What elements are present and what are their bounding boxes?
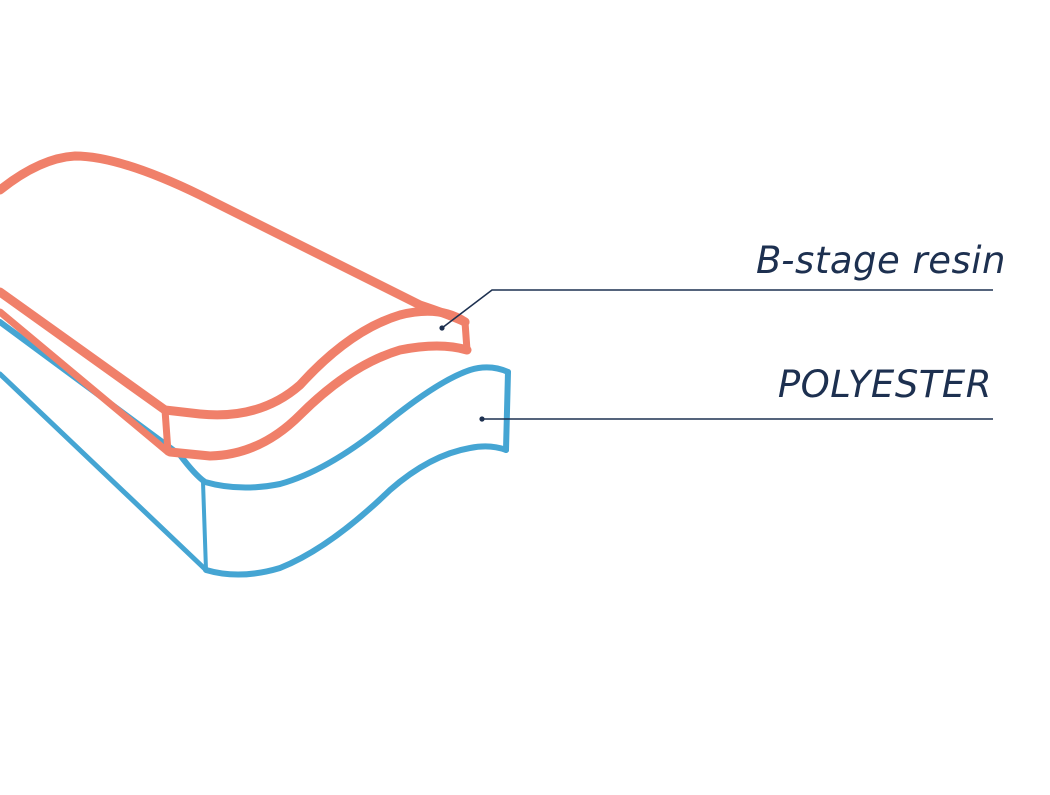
resin-layer bbox=[0, 151, 472, 461]
resin-leader-line bbox=[441, 289, 993, 329]
polyester-label: POLYESTER bbox=[778, 363, 992, 406]
resin-upper-wave bbox=[160, 306, 470, 420]
resin-lower-wave bbox=[165, 341, 472, 461]
polyester-leader-dot bbox=[479, 416, 485, 422]
polyester-leader bbox=[479, 416, 993, 422]
polyester-side-edge bbox=[0, 371, 209, 573]
resin-leader bbox=[439, 289, 993, 331]
resin-front-vertical bbox=[161, 406, 172, 456]
polyester-right-edge bbox=[503, 369, 511, 453]
resin-top-outline bbox=[0, 151, 470, 327]
polyester-bottom-wave bbox=[203, 443, 509, 578]
polyester-top-wave bbox=[177, 364, 511, 491]
resin-leader-dot bbox=[439, 325, 445, 331]
resin-label: B-stage resin bbox=[756, 239, 1006, 282]
resin-back-edge bbox=[0, 287, 170, 415]
polyester-front-vertical bbox=[201, 480, 208, 572]
resin-side-edge bbox=[0, 308, 172, 456]
